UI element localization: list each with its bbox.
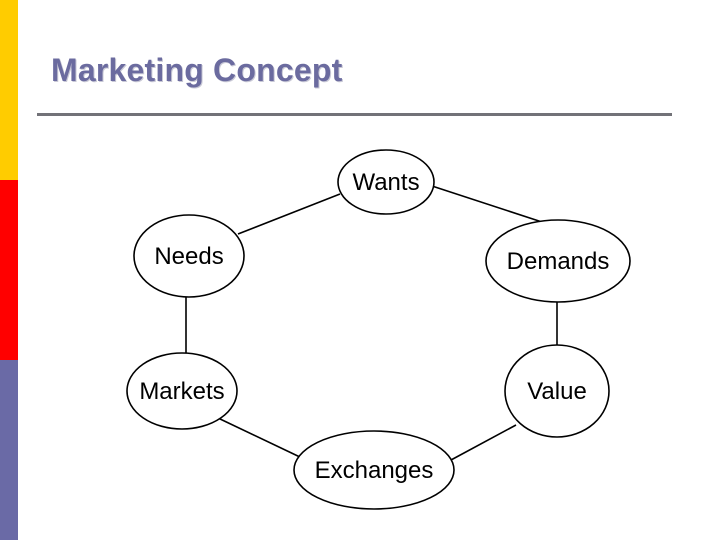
- edge-needs-wants: [237, 193, 341, 235]
- node-value-label: Value: [527, 378, 587, 405]
- node-needs: Needs: [133, 214, 245, 298]
- accent-stripe-top: [0, 0, 18, 180]
- edge-exchanges-markets: [217, 417, 303, 459]
- node-needs-ellipse: [133, 214, 245, 298]
- node-needs-label: Needs: [154, 243, 223, 270]
- node-exchanges-ellipse: [293, 430, 455, 510]
- node-wants-label: Wants: [352, 169, 419, 196]
- node-wants-ellipse: [337, 149, 435, 215]
- edge-value-exchanges: [450, 424, 517, 461]
- node-markets-ellipse: [126, 352, 238, 430]
- slide-title: Marketing Concept: [51, 52, 343, 88]
- node-markets: Markets: [126, 352, 238, 430]
- accent-stripe-middle: [0, 180, 18, 360]
- node-demands: Demands: [485, 219, 631, 303]
- node-demands-label: Demands: [507, 248, 610, 275]
- node-markets-label: Markets: [139, 378, 224, 405]
- title-underline: [37, 113, 672, 116]
- node-value-ellipse: [504, 344, 610, 438]
- node-exchanges-label: Exchanges: [315, 457, 434, 484]
- node-wants: Wants: [337, 149, 435, 215]
- accent-stripe-bottom: [0, 360, 18, 540]
- node-demands-ellipse: [485, 219, 631, 303]
- diagram-edges: [185, 185, 558, 461]
- edge-wants-demands: [431, 185, 543, 223]
- node-value: Value: [504, 344, 610, 438]
- node-exchanges: Exchanges: [293, 430, 455, 510]
